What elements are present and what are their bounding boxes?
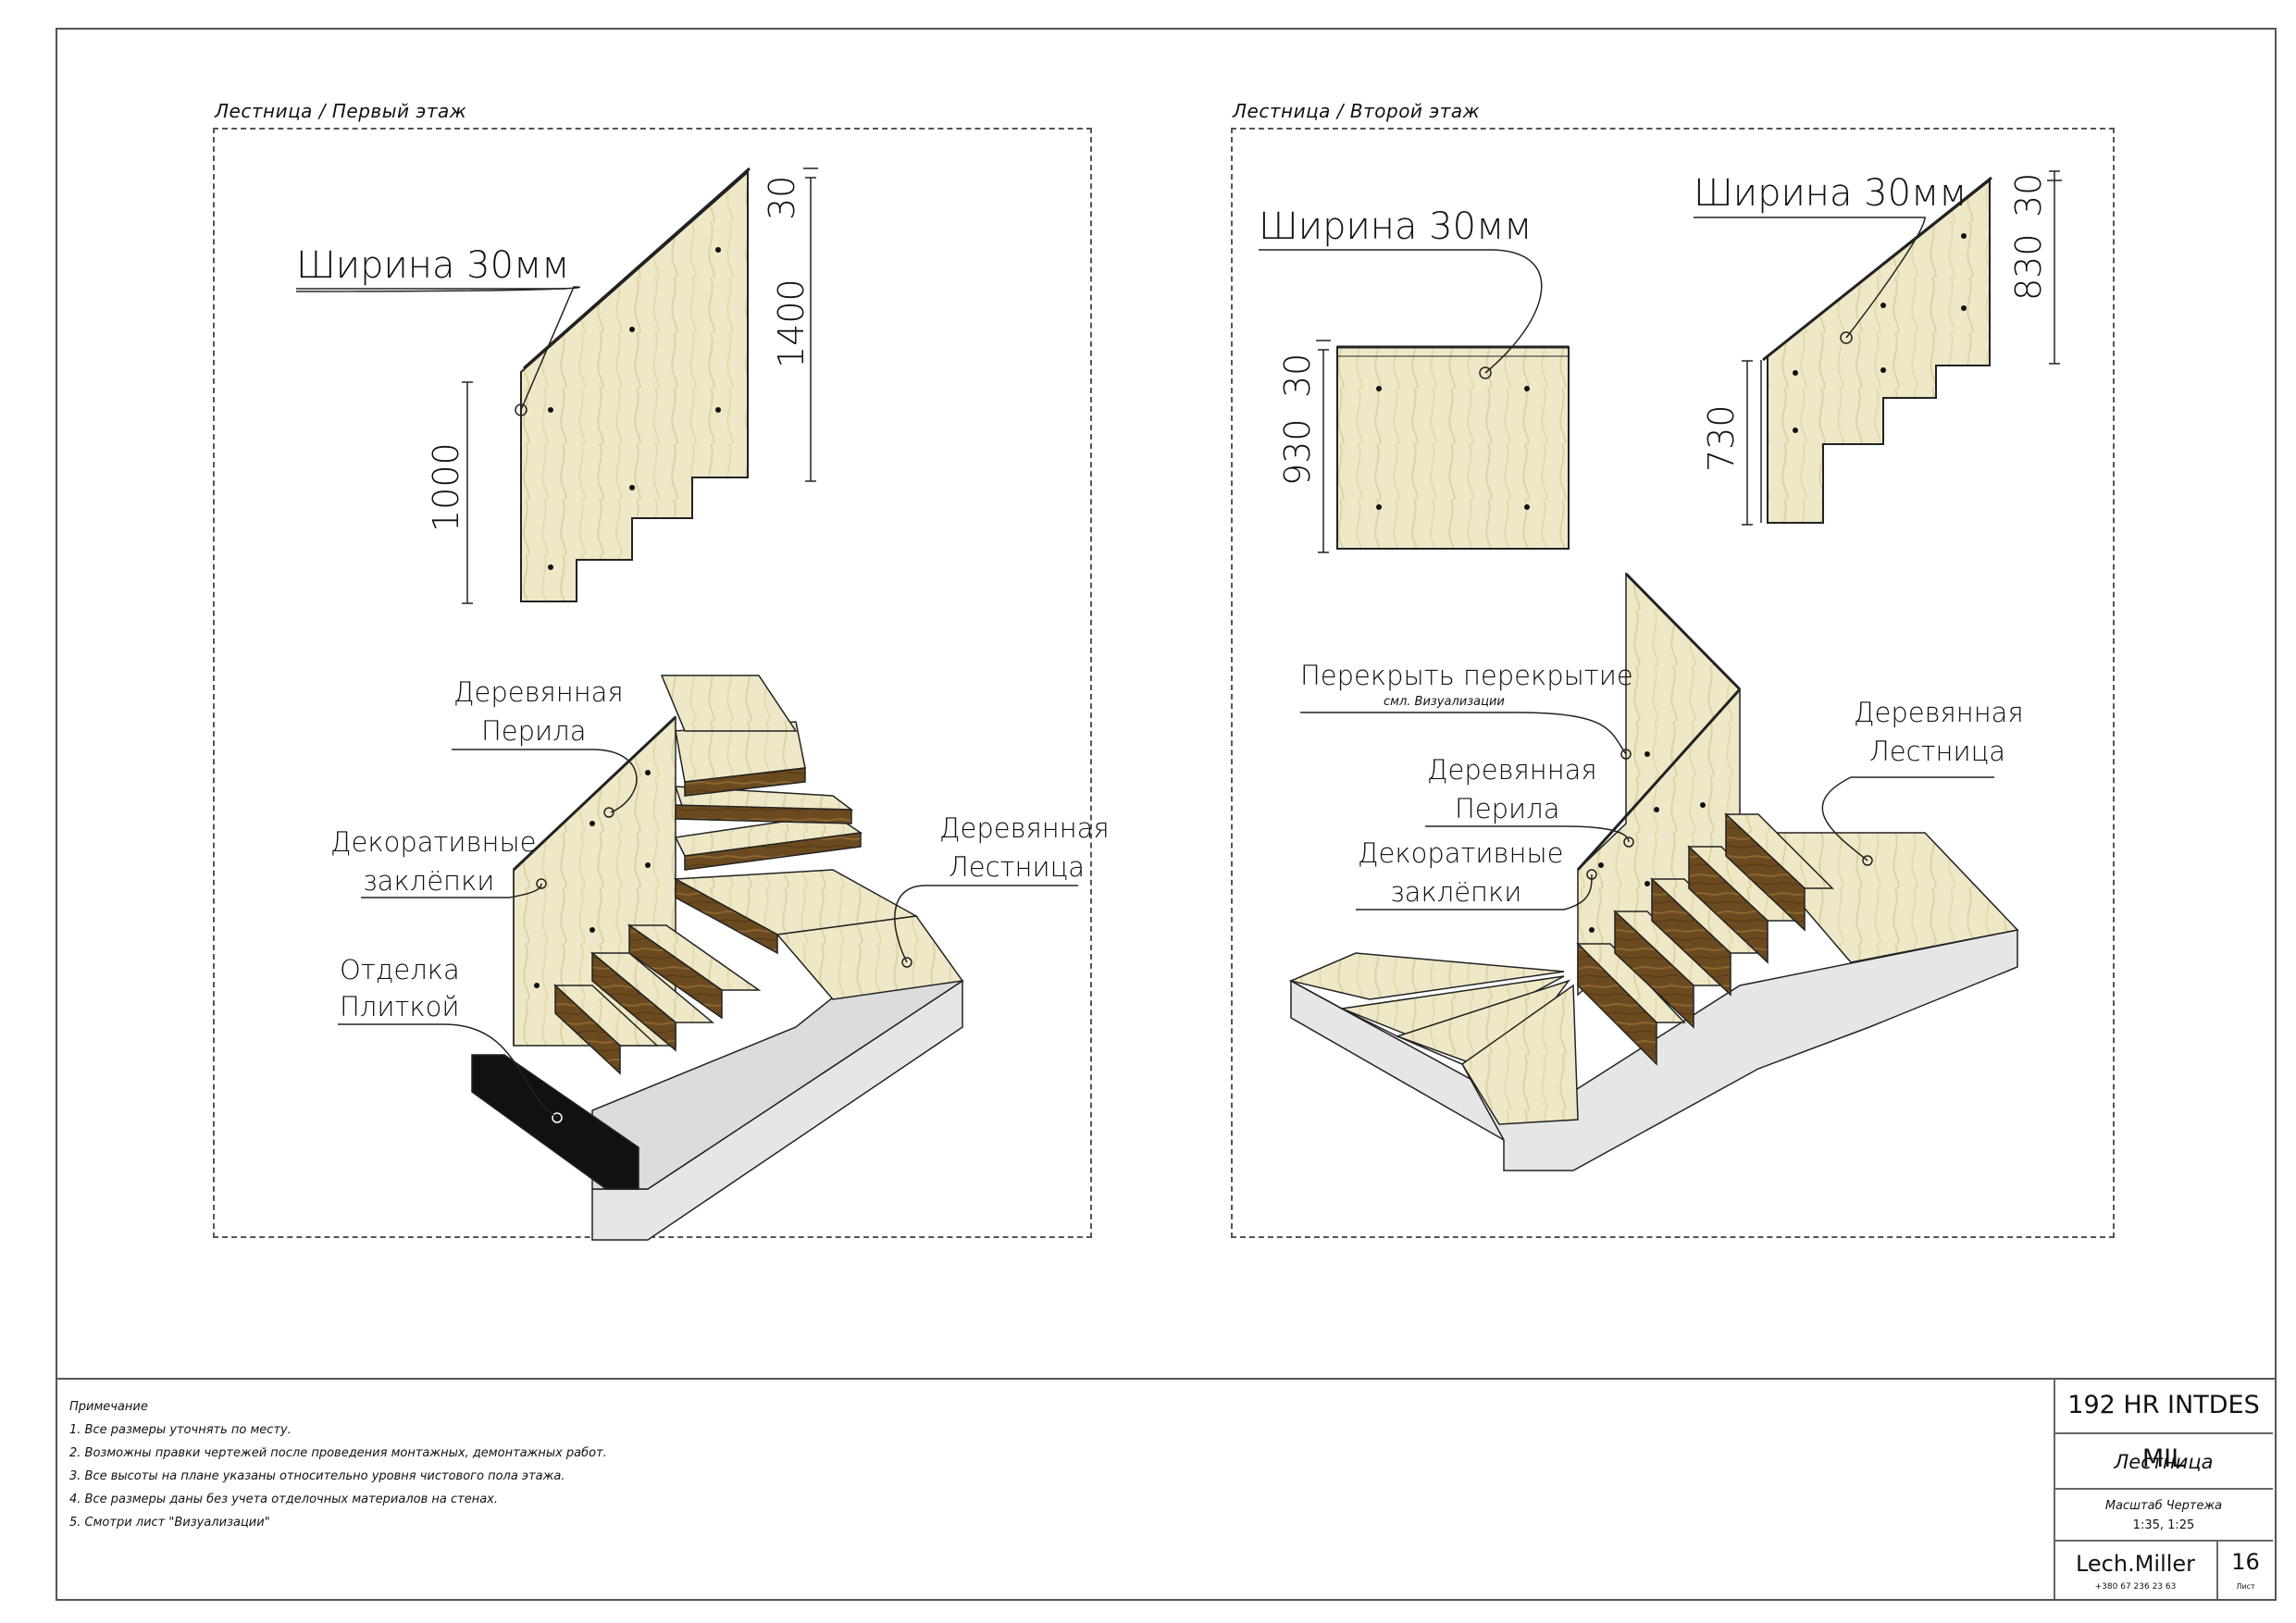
right-callout-rail-1: Деревянная [1427, 754, 1597, 786]
left-callout-rivets-2: заклёпки [363, 865, 494, 897]
left-callout-tile-1: Отделка [340, 954, 460, 985]
drawing-sheet [56, 28, 2277, 1601]
right-dimensions [1316, 170, 2062, 553]
project-code: 192 HR INTDES MIL [2067, 1391, 2260, 1473]
panel-title-second-floor: Лестница / Второй этаж [1233, 100, 1481, 122]
right-callout-stair-2: Лестница [1869, 736, 2005, 767]
notes-item: 4. Все размеры даны без учета отделочных… [69, 1493, 498, 1506]
scale-label: Масштаб Чертежа [2104, 1499, 2223, 1513]
title-block-sheet-row: Лестница [2054, 1432, 2273, 1488]
right-dim-830: 830 [2008, 233, 2049, 301]
notes-item: 5. Смотри лист "Визуализации" [69, 1516, 270, 1530]
left-callout-rail-2: Перила [481, 715, 586, 747]
left-dim-1400: 1400 [771, 279, 812, 368]
right-isometric-stair [1288, 572, 2019, 1171]
sheet-number: 16 [2231, 1549, 2260, 1575]
left-callout-rivets-1: Декоративные [330, 826, 537, 858]
right-callout-rivets-1: Декоративные [1358, 837, 1564, 869]
right-leaders [1300, 712, 1994, 911]
left-isometric-stair [471, 675, 964, 1241]
left-leaders [338, 749, 1078, 1119]
notes-item: 1. Все размеры уточнять по месту. [69, 1423, 292, 1437]
sheet-name: Лестница [2114, 1451, 2214, 1473]
panel-second-floor [1231, 128, 2115, 1238]
notes-item: 3. Все высоты на плане указаны относител… [69, 1469, 565, 1483]
right-width-label-a: Ширина 30мм [1259, 205, 1532, 248]
author-name: Lech.Miller [2075, 1551, 2196, 1577]
left-callout-stair-1: Деревянная [939, 812, 1110, 844]
divider [2216, 1542, 2218, 1599]
panel-title-first-floor: Лестница / Первый этаж [215, 100, 467, 122]
notes-item: 2. Возможны правки чертежей после провед… [69, 1446, 607, 1460]
notes-block: Примечание 1. Все размеры уточнять по ме… [69, 1395, 607, 1534]
right-dim-730: 730 [1701, 404, 1742, 472]
right-callout-stair-1: Деревянная [1854, 697, 2024, 728]
right-landing-panel [1259, 249, 1570, 550]
left-dimensions [462, 167, 818, 604]
right-elevation-stringer [1694, 176, 1992, 524]
left-callout-rail-1: Деревянная [453, 676, 624, 708]
right-callout-rail-2: Перила [1455, 793, 1559, 824]
right-callout-rivets-2: заклёпки [1390, 876, 1521, 908]
right-dim-930: 930 [1277, 418, 1318, 486]
right-width-label-b: Ширина 30мм [1694, 172, 1967, 215]
title-block-scale-row: Масштаб Чертежа 1:35, 1:25 [2054, 1488, 2273, 1540]
left-elevation-stringer [295, 167, 751, 602]
left-dim-1000: 1000 [426, 442, 466, 532]
right-dim-30-a: 30 [1277, 353, 1318, 398]
title-block-project-row: 192 HR INTDES MIL [2054, 1379, 2273, 1473]
title-block: 192 HR INTDES MIL Лестница Масштаб Черте… [2054, 1379, 2273, 1599]
left-width-label: Ширина 30мм [296, 244, 569, 287]
sheet-number-label: Лист [2236, 1582, 2255, 1591]
right-callout-slab-note: смл. Визуализации [1384, 695, 1505, 709]
title-block-author-row: Lech.Miller +380 67 236 23 63 16 Лист [2054, 1540, 2273, 1599]
left-dim-30: 30 [762, 176, 802, 220]
left-callout-tile-2: Плиткой [340, 991, 459, 1022]
scale-value: 1:35, 1:25 [2132, 1518, 2195, 1532]
left-callout-stair-2: Лестница [949, 851, 1085, 883]
author-phone: +380 67 236 23 63 [2094, 1582, 2177, 1592]
right-callout-slab: Перекрыть перекрытие [1300, 660, 1633, 691]
right-dim-30-b: 30 [2008, 173, 2049, 217]
notes-heading: Примечание [69, 1400, 148, 1414]
